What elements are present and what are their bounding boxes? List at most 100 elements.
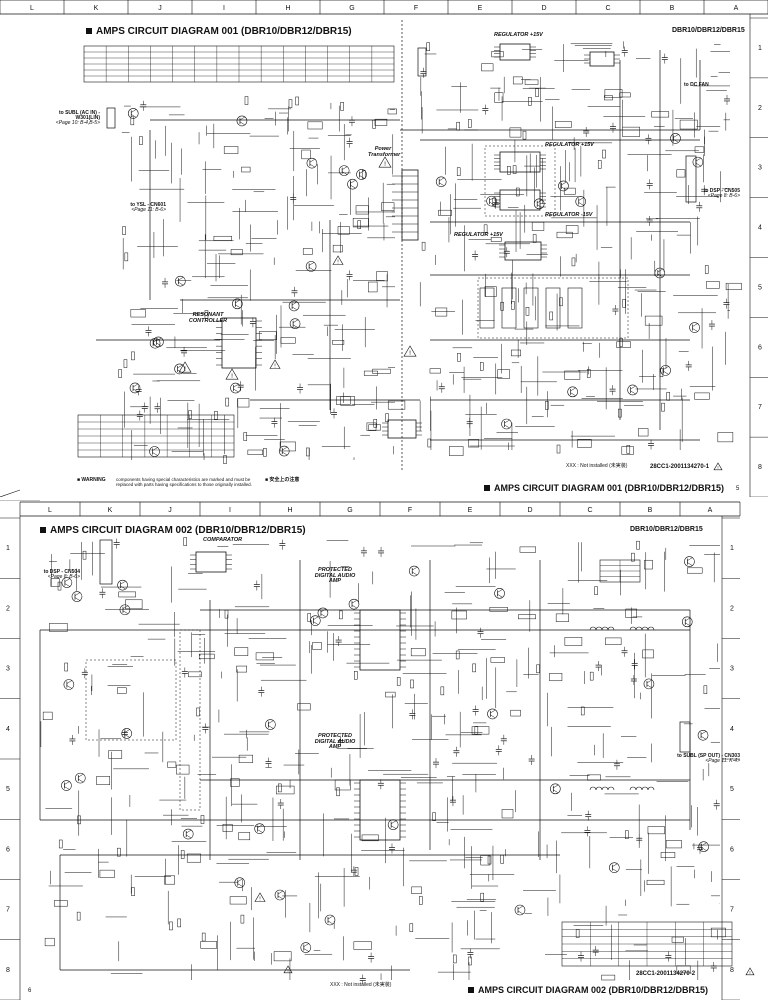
- connector-dsp-cn504: to DSP - CN504<Page 8: B-6>: [43, 569, 80, 580]
- grid-column-label: I: [223, 5, 225, 12]
- inductor-symbol: [647, 626, 655, 631]
- resistor-symbol: [385, 413, 389, 422]
- sheet2-model: DBR10/DBR12/DBR15: [630, 526, 703, 533]
- component: [275, 785, 295, 795]
- resistor-symbol: [177, 918, 181, 928]
- component: [381, 202, 395, 212]
- grid-row-label: 5: [730, 786, 734, 793]
- component: [523, 287, 539, 329]
- wire: [657, 268, 663, 273]
- component: [53, 900, 68, 907]
- component: [387, 400, 406, 410]
- inductor-symbol: [629, 626, 637, 631]
- component: [564, 637, 583, 646]
- resistor-symbol: [500, 855, 504, 864]
- component: [49, 623, 68, 632]
- wire: [537, 199, 543, 204]
- resistor-symbol: [131, 351, 135, 361]
- transistor-symbol: [300, 942, 312, 953]
- resistor-symbol: [618, 408, 622, 418]
- component: [387, 108, 397, 115]
- grid-row-label: 2: [758, 105, 762, 112]
- wire: [237, 883, 243, 887]
- component: [332, 244, 343, 253]
- wire: [233, 388, 239, 393]
- component: [604, 95, 613, 101]
- block-outline: [484, 145, 556, 217]
- wire: [122, 610, 129, 614]
- wire: [663, 371, 669, 375]
- transistor-symbol: [387, 819, 399, 831]
- component: [238, 832, 251, 841]
- grid-column-label: B: [670, 5, 675, 12]
- component: [481, 63, 494, 72]
- resistor-symbol: [666, 392, 670, 401]
- wire: [120, 585, 126, 590]
- warning-triangle-icon: [269, 359, 281, 369]
- resistor-symbol: [659, 368, 664, 378]
- transistor-symbol: [149, 446, 160, 457]
- resistor-symbol: [704, 265, 709, 274]
- component: [340, 396, 355, 406]
- inductor-symbol: [589, 786, 597, 791]
- component: [484, 286, 497, 297]
- component: [255, 652, 275, 661]
- resistor-symbol: [480, 892, 484, 902]
- warning-label: ■ WARNING: [77, 477, 106, 483]
- block-resonant-controller: RESONANT CONTROLLER: [188, 312, 228, 324]
- wire: [412, 571, 418, 576]
- transistor-symbol: [127, 108, 139, 119]
- transistor-symbol: [174, 363, 185, 375]
- resistor-symbol: [244, 96, 249, 105]
- component: [512, 76, 523, 85]
- resistor-symbol: [472, 663, 476, 673]
- resistor-symbol: [594, 586, 598, 595]
- resistor-symbol: [339, 610, 343, 620]
- wire: [701, 847, 707, 851]
- inductor-symbol: [647, 786, 655, 791]
- wire: [570, 387, 576, 392]
- resistor-symbol: [468, 956, 472, 966]
- inductor-symbol: [595, 786, 603, 791]
- transistor-symbol: [236, 115, 248, 127]
- grid-column-label: B: [648, 507, 653, 514]
- wire: [66, 680, 73, 684]
- wire: [268, 725, 274, 729]
- component: [710, 927, 726, 938]
- component: [167, 761, 177, 768]
- warning-triangle-icon: [332, 255, 344, 265]
- component: [429, 368, 441, 374]
- component: [604, 89, 623, 98]
- block-outline: [477, 277, 629, 339]
- resistor-symbol: [545, 401, 549, 410]
- component: [188, 671, 202, 678]
- inductor-symbol: [635, 626, 643, 631]
- component: [491, 51, 504, 58]
- component: [676, 965, 691, 974]
- block-regulator-15v-mid: REGULATOR +15V: [545, 142, 594, 148]
- wire: [257, 829, 263, 833]
- component: [480, 855, 491, 866]
- transistor-symbol: [558, 180, 569, 192]
- component: [355, 205, 369, 215]
- resistor-symbol: [200, 815, 205, 824]
- resistor-symbol: [492, 198, 496, 207]
- inductor-symbol: [641, 626, 649, 631]
- component: [694, 392, 710, 400]
- grid-column-label: C: [587, 507, 592, 514]
- sheet1-footer-title: AMPS CIRCUIT DIAGRAM 001 (DBR10/DBR12/DB…: [484, 484, 724, 493]
- transistor-symbol: [232, 298, 243, 310]
- transistor-symbol: [660, 365, 671, 376]
- grid-column-label: H: [285, 5, 290, 12]
- component: [646, 879, 665, 885]
- resistor-symbol: [357, 220, 361, 229]
- warning-triangle-icon: [283, 965, 293, 974]
- wire: [504, 419, 510, 424]
- wire: [351, 604, 358, 609]
- resistor-symbol: [183, 537, 187, 546]
- component: [644, 315, 663, 326]
- component: [471, 726, 490, 735]
- component: [200, 941, 217, 949]
- resistor-symbol: [559, 297, 563, 307]
